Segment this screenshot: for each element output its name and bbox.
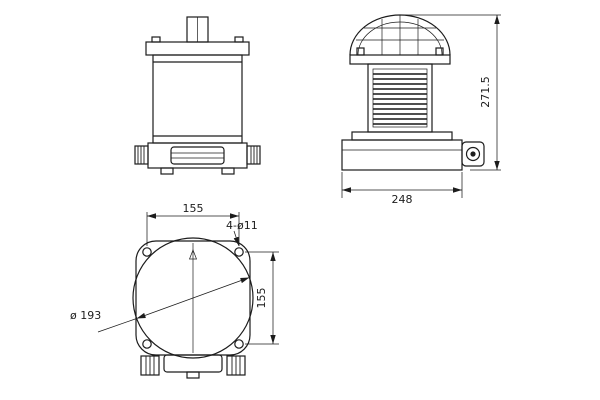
label-bolt-holes-text: 4-ø11 bbox=[226, 219, 258, 232]
bolt-hole bbox=[142, 247, 152, 257]
base-top-plate bbox=[351, 131, 453, 141]
front-view bbox=[134, 16, 261, 175]
bolt-hole bbox=[142, 339, 152, 349]
terminal-box bbox=[170, 146, 225, 165]
mounting-flange-circle bbox=[132, 237, 254, 359]
dim-bolt-spacing-horizontal-text: 155 bbox=[183, 202, 204, 215]
dim-base-width-text: 248 bbox=[392, 193, 413, 206]
dim-flange-diameter: ø 193 bbox=[70, 277, 250, 333]
plan-view bbox=[132, 237, 254, 379]
foot bbox=[160, 167, 174, 175]
dim-overall-height: 271.5 bbox=[404, 14, 501, 171]
dim-base-width: 248 bbox=[341, 172, 463, 206]
dim-bolt-spacing-vertical-text: 155 bbox=[255, 288, 268, 309]
label-bolt-holes: 4-ø11 bbox=[226, 219, 258, 247]
foot bbox=[186, 371, 200, 379]
side-view bbox=[341, 14, 485, 171]
cable-gland-left bbox=[134, 145, 149, 165]
foot bbox=[221, 167, 235, 175]
switch-box bbox=[461, 141, 485, 167]
dim-bolt-spacing-horizontal: 155 bbox=[146, 202, 240, 246]
bolt-hole bbox=[234, 247, 244, 257]
top-flange bbox=[145, 41, 250, 56]
dim-overall-height-text: 271.5 bbox=[479, 76, 492, 108]
dim-bolt-spacing-vertical: 155 bbox=[245, 251, 279, 345]
orientation-mark bbox=[188, 249, 198, 260]
flange-bolt bbox=[151, 36, 161, 43]
base-housing-side bbox=[341, 139, 463, 171]
push-button bbox=[465, 146, 481, 162]
dim-flange-diameter-text: ø 193 bbox=[70, 309, 101, 322]
flange-bolt bbox=[234, 36, 244, 43]
dome-flange bbox=[349, 54, 451, 65]
lamp-body bbox=[152, 54, 243, 144]
bolt-hole bbox=[234, 339, 244, 349]
cable-gland-right bbox=[246, 145, 261, 165]
